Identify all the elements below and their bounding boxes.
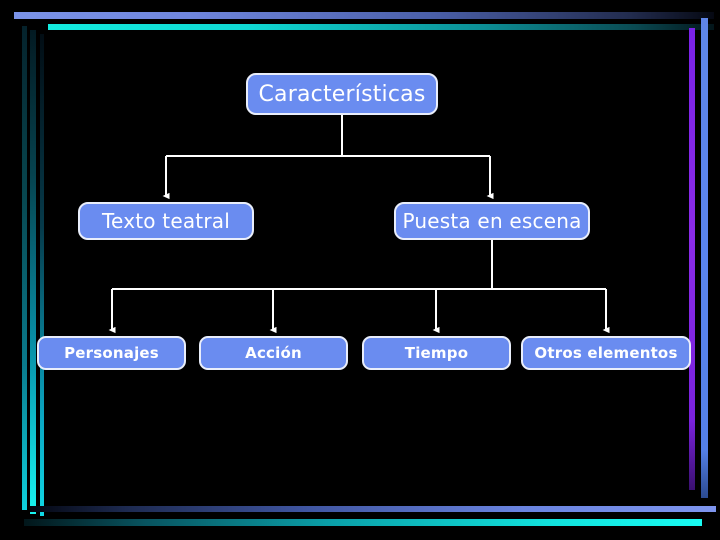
decor-left-inner-bar [40, 34, 44, 516]
node-accion[interactable]: Acción [199, 336, 348, 370]
node-otros-elementos[interactable]: Otros elementos [521, 336, 691, 370]
node-personajes[interactable]: Personajes [37, 336, 186, 370]
decor-right-blue-bar [701, 18, 708, 498]
decor-left-dark-bar [22, 26, 27, 510]
node-caracteristicas[interactable]: Características [246, 73, 438, 115]
decor-right-purple-bar [689, 28, 695, 490]
decor-top-blue-bar [14, 12, 714, 19]
decor-top-cyan-bar [48, 24, 714, 30]
node-tiempo[interactable]: Tiempo [362, 336, 511, 370]
node-texto-teatral[interactable]: Texto teatral [78, 202, 254, 240]
node-puesta-en-escena[interactable]: Puesta en escena [394, 202, 590, 240]
decor-bottom-cyan-bar [24, 519, 702, 526]
decor-bottom-blue-bar [30, 506, 716, 512]
decor-left-cyan-bar [30, 30, 36, 514]
